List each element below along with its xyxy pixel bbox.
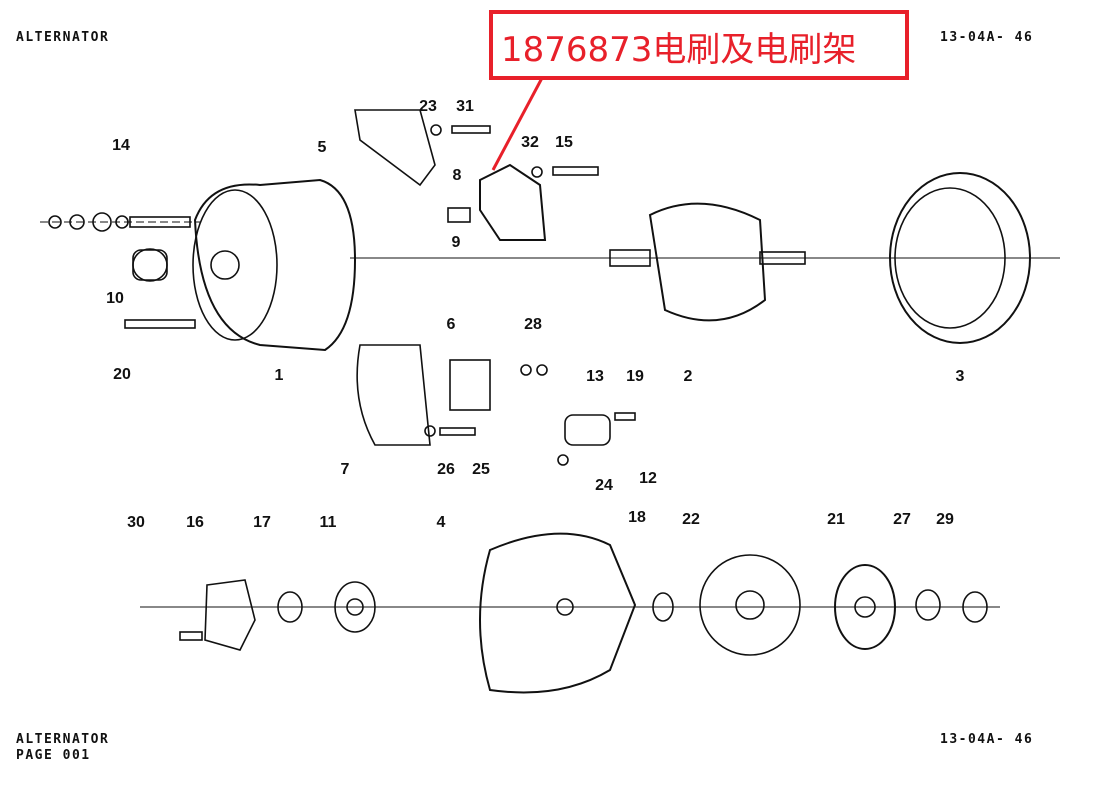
part-13-regulator bbox=[564, 414, 611, 446]
callout-22: 22 bbox=[682, 511, 700, 528]
callout-15: 15 bbox=[555, 134, 573, 151]
callout-23: 23 bbox=[419, 98, 437, 115]
callout-29: 29 bbox=[936, 511, 954, 528]
callout-19: 19 bbox=[626, 368, 644, 385]
part-18-spacer bbox=[652, 592, 674, 622]
callout-24: 24 bbox=[595, 477, 613, 494]
callout-11: 11 bbox=[319, 514, 337, 531]
callout-2: 2 bbox=[683, 368, 693, 385]
part-23-washer bbox=[430, 124, 442, 136]
callout-16: 16 bbox=[186, 514, 204, 531]
annotation-text: 1876873电刷及电刷架 bbox=[501, 30, 857, 70]
part-20-bolt bbox=[124, 319, 196, 329]
callout-30: 30 bbox=[127, 514, 145, 531]
footer-title: ALTERNATOR bbox=[16, 732, 110, 747]
part-2-rotor bbox=[609, 202, 806, 322]
callout-7: 7 bbox=[340, 461, 350, 478]
callout-25: 25 bbox=[472, 461, 490, 478]
part-16-retainer bbox=[204, 579, 256, 651]
part-8-brush-holder bbox=[479, 163, 547, 241]
part-3-stator bbox=[889, 172, 1031, 344]
part-22-fan bbox=[699, 554, 801, 656]
part-6-rectifier bbox=[449, 359, 491, 411]
annotation-leader bbox=[491, 77, 544, 171]
header-title: ALTERNATOR bbox=[16, 30, 110, 45]
part-19-screw bbox=[614, 412, 636, 421]
part-30-screw bbox=[179, 631, 203, 641]
part-32-washer bbox=[531, 166, 543, 178]
callout-1: 1 bbox=[274, 367, 284, 384]
callout-13: 13 bbox=[586, 368, 604, 385]
part-27-washer bbox=[915, 589, 941, 621]
part-1-housing bbox=[192, 178, 357, 352]
callout-5: 5 bbox=[317, 139, 327, 156]
callout-12: 12 bbox=[639, 470, 657, 487]
callout-10: 10 bbox=[106, 290, 124, 307]
callout-28: 28 bbox=[524, 316, 542, 333]
part-31-screw bbox=[451, 125, 491, 134]
part-17-bearing bbox=[277, 591, 303, 623]
callout-20: 20 bbox=[113, 366, 131, 383]
part-21-pulley bbox=[834, 564, 896, 650]
part-15-screw bbox=[552, 166, 599, 176]
part-28-nut bbox=[520, 364, 532, 376]
callout-31: 31 bbox=[456, 98, 474, 115]
part-25-screw bbox=[439, 427, 476, 436]
callout-6: 6 bbox=[446, 316, 456, 333]
part-9-brush bbox=[447, 207, 471, 223]
callout-17: 17 bbox=[253, 514, 271, 531]
part-11-bearing bbox=[334, 581, 376, 633]
part-4-end-housing bbox=[479, 532, 637, 694]
callout-4: 4 bbox=[436, 514, 446, 531]
callout-21: 21 bbox=[827, 511, 845, 528]
callout-3: 3 bbox=[955, 368, 965, 385]
callout-9: 9 bbox=[451, 234, 461, 251]
part-29-nut bbox=[962, 591, 988, 623]
part-10-bushing bbox=[132, 248, 168, 282]
part-5-cover bbox=[354, 109, 436, 187]
header-code: 13-04A- 46 bbox=[940, 30, 1034, 45]
footer-page: PAGE 001 bbox=[16, 748, 91, 763]
callout-14: 14 bbox=[112, 137, 130, 154]
part-14-nut-washers bbox=[48, 212, 191, 232]
footer-code: 13-04A- 46 bbox=[940, 732, 1034, 747]
callout-18: 18 bbox=[628, 509, 646, 526]
callout-27: 27 bbox=[893, 511, 911, 528]
callout-26: 26 bbox=[437, 461, 455, 478]
part-26-washer bbox=[424, 425, 436, 437]
callout-8: 8 bbox=[452, 167, 462, 184]
callout-32: 32 bbox=[521, 134, 539, 151]
part-7-diode-cover bbox=[356, 344, 431, 446]
annotation-box: 1876873电刷及电刷架 bbox=[489, 10, 909, 80]
part-24-screw bbox=[557, 454, 569, 466]
